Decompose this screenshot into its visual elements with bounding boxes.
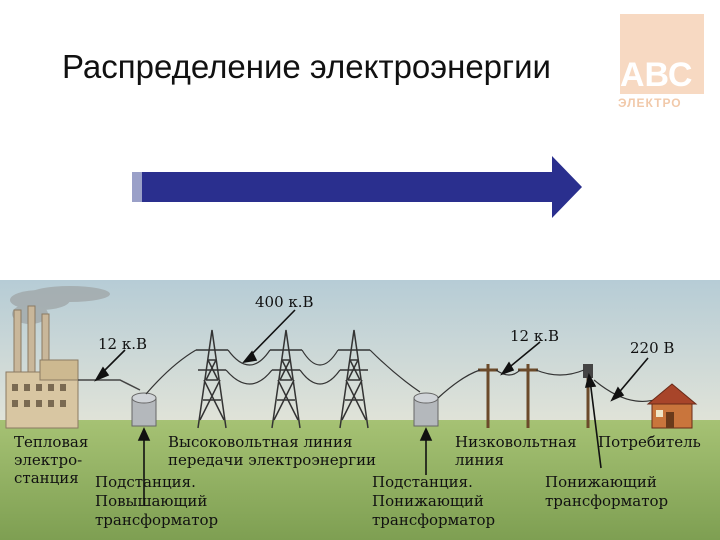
hv-towers bbox=[196, 329, 370, 429]
arrow-tail-light bbox=[132, 172, 144, 202]
logo: АВС bbox=[620, 14, 704, 94]
logo-subtitle: ЭЛЕКТРО bbox=[618, 96, 682, 110]
hv-tower bbox=[196, 329, 228, 429]
sky bbox=[0, 280, 720, 428]
label-sub-down-3: трансформатор bbox=[372, 511, 496, 529]
hv-tower bbox=[338, 329, 370, 429]
voltage-plant: 12 к.В bbox=[98, 335, 148, 353]
label-plant-2: электро- bbox=[14, 451, 83, 469]
annotation-arrows bbox=[94, 309, 649, 505]
label-sub-up-1: Подстанция. bbox=[95, 473, 196, 491]
slide-title: Распределение электроэнергии bbox=[62, 48, 551, 85]
voltage-high: 400 к.В bbox=[255, 293, 314, 311]
label-step-down-1: Понижающий bbox=[545, 473, 657, 491]
label-sub-up-2: Повышающий bbox=[95, 492, 208, 510]
consumer-house bbox=[646, 383, 698, 429]
substation-step-up bbox=[131, 392, 157, 427]
plant-line bbox=[78, 379, 141, 391]
label-sub-down-1: Подстанция. bbox=[372, 473, 473, 491]
label-sub-up-3: трансформатор bbox=[95, 511, 219, 529]
pole-transformer bbox=[583, 364, 593, 378]
voltage-consumer: 220 В bbox=[630, 339, 675, 357]
label-plant-3: станция bbox=[14, 469, 79, 487]
label-hv-line-1: Высоковольтная линия bbox=[168, 433, 353, 451]
power-plant bbox=[5, 305, 79, 429]
direction-arrow bbox=[132, 156, 582, 218]
substation-step-down bbox=[413, 392, 439, 427]
label-sub-down-2: Понижающий bbox=[372, 492, 484, 510]
hv-wires bbox=[145, 349, 421, 395]
hv-tower bbox=[270, 329, 302, 429]
label-hv-line-2: передачи электроэнергии bbox=[168, 451, 377, 469]
ground bbox=[0, 420, 720, 540]
logo-mark: АВС bbox=[620, 56, 693, 94]
label-lv-line-2: линия bbox=[455, 451, 504, 469]
label-plant-1: Тепловая bbox=[14, 433, 89, 451]
power-distribution-diagram bbox=[0, 280, 720, 540]
label-step-down-2: трансформатор bbox=[545, 492, 669, 510]
label-consumer: Потребитель bbox=[598, 433, 701, 451]
arrow-body bbox=[142, 156, 582, 218]
label-lv-line-1: Низковольтная bbox=[455, 433, 577, 451]
voltage-low: 12 к.В bbox=[510, 327, 560, 345]
